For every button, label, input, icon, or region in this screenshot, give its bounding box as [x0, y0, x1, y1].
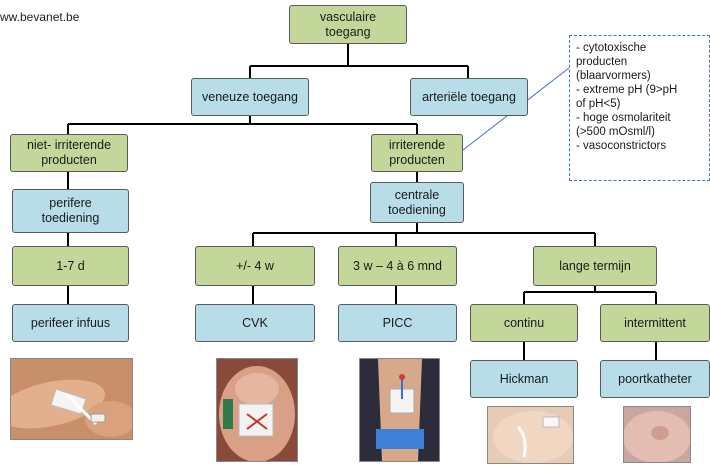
node-peripheral-administration: perifere toediening [12, 189, 129, 233]
node-long-term: lange termijn [533, 246, 657, 286]
node-cvk: CVK [195, 304, 315, 342]
node-venous-access: veneuze toegang [191, 78, 309, 116]
node-peripheral-infusion: perifeer infuus [12, 304, 129, 342]
node-vascular-access: vasculaire toegang [289, 5, 407, 44]
node-duration-3w-6m: 3 w – 4 à 6 mnd [338, 246, 457, 286]
node-picc: PICC [338, 304, 457, 342]
node-port-catheter: poortkatheter [600, 360, 710, 398]
photo-cvk [216, 358, 298, 462]
node-continuous: continu [470, 304, 578, 342]
photo-port-catheter [623, 406, 691, 463]
irritant-products-note: - cytotoxische producten (blaarvormers) … [569, 35, 710, 181]
node-intermittent: intermittent [600, 304, 710, 342]
photo-peripheral-infusion [10, 358, 133, 440]
node-arterial-access: arteriële toegang [410, 78, 528, 116]
node-duration-4-weeks: +/- 4 w [195, 246, 315, 286]
node-central-administration: centrale toediening [370, 182, 464, 223]
node-non-irritant-products: niet- irriterende producten [10, 134, 128, 172]
node-hickman: Hickman [470, 360, 578, 398]
photo-hickman [487, 406, 574, 464]
node-irritant-products: irriterende producten [371, 134, 463, 172]
node-duration-1-7-days: 1-7 d [12, 246, 129, 286]
photo-picc [359, 358, 440, 462]
source-watermark: ww.bevanet.be [0, 10, 80, 24]
